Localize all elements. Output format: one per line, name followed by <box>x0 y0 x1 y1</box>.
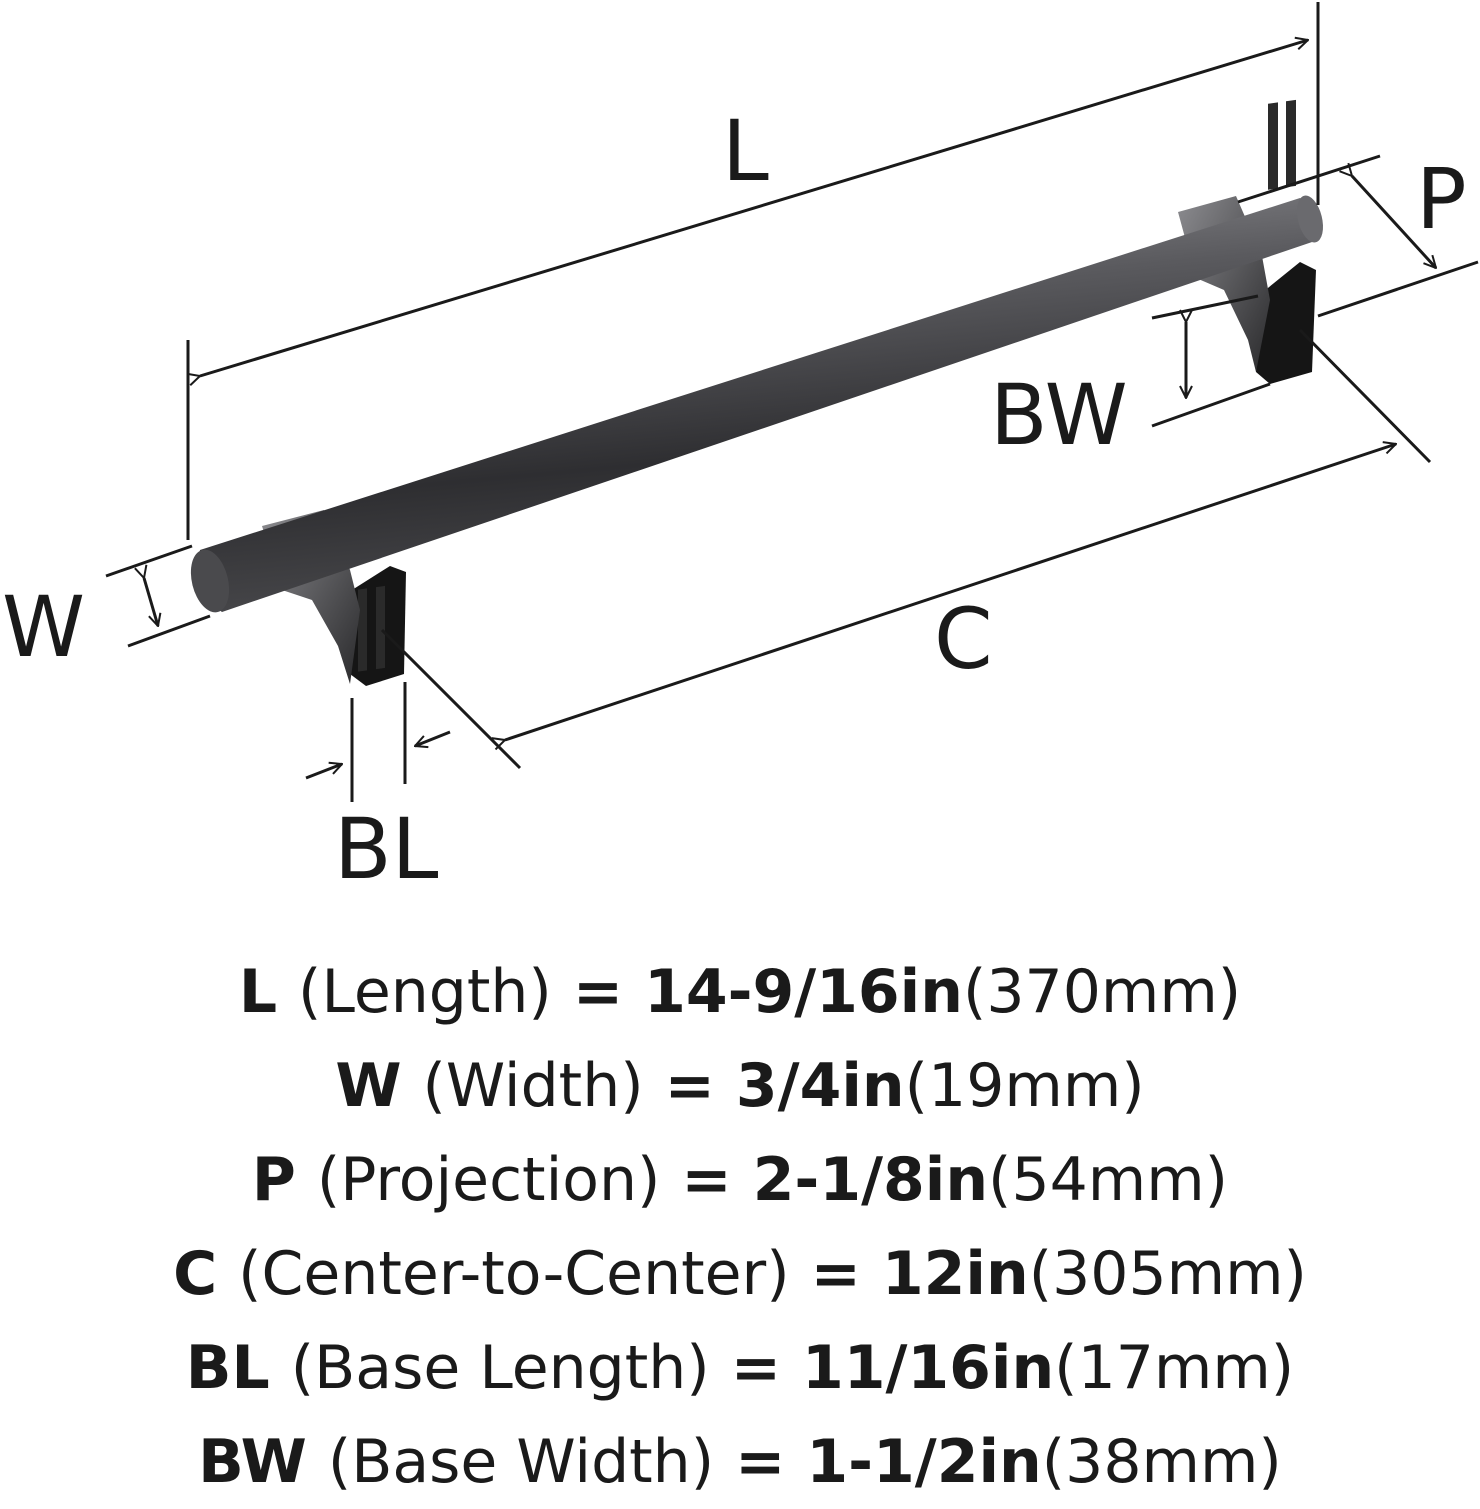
spec-code: C <box>173 1239 218 1309</box>
spec-metric: (54mm) <box>988 1145 1229 1215</box>
spec-code: W <box>335 1051 402 1121</box>
spec-equals: = <box>735 1427 786 1497</box>
spec-imperial: 3/4in <box>735 1051 905 1121</box>
c-dimension-arrow <box>505 444 1396 740</box>
p-dimension-arrow <box>1352 176 1436 268</box>
spec-code: L <box>238 957 278 1027</box>
left-base <box>350 566 406 686</box>
specification-list: L (Length) = 14-9/16in (370mm) W (Width)… <box>0 945 1480 1509</box>
w-dimension-arrow <box>144 578 158 626</box>
spec-name: (Length) <box>298 957 552 1027</box>
spec-imperial: 12in <box>881 1239 1029 1309</box>
spec-row-projection: P (Projection) = 2-1/8in (54mm) <box>0 1133 1480 1227</box>
spec-name: (Center-to-Center) <box>238 1239 790 1309</box>
spec-name: (Base Width) <box>327 1427 715 1497</box>
l-dimension-arrow <box>200 40 1308 376</box>
spec-imperial: 1-1/2in <box>806 1427 1042 1497</box>
spec-metric: (38mm) <box>1041 1427 1282 1497</box>
spec-equals: = <box>664 1051 715 1121</box>
spec-row-width: W (Width) = 3/4in (19mm) <box>0 1039 1480 1133</box>
spec-imperial: 11/16in <box>801 1333 1055 1403</box>
bl-arrow-right <box>415 730 451 746</box>
spec-equals: = <box>572 957 624 1027</box>
label-bw: BW <box>990 366 1128 464</box>
spec-name: (Width) <box>422 1051 644 1121</box>
bw-extension-bottom <box>1151 382 1271 428</box>
spec-metric: (370mm) <box>962 957 1242 1027</box>
spec-row-base-length: BL (Base Length) = 11/16in (17mm) <box>0 1321 1480 1415</box>
c-center-line-right <box>1298 328 1432 464</box>
dimension-lines <box>105 2 1479 802</box>
spec-name: (Projection) <box>316 1145 661 1215</box>
spec-metric: (17mm) <box>1054 1333 1295 1403</box>
left-bar-end <box>190 549 230 613</box>
w-extension-bottom <box>127 614 211 648</box>
label-l: L <box>722 102 769 200</box>
spec-row-base-width: BW (Base Width) = 1-1/2in (38mm) <box>0 1415 1480 1509</box>
spec-imperial: 2-1/8in <box>752 1145 989 1215</box>
c-center-line-left <box>380 628 522 770</box>
p-extension-top <box>1237 154 1381 204</box>
label-w: W <box>2 578 85 676</box>
w-extension-top <box>105 544 193 578</box>
spec-equals: = <box>681 1145 732 1215</box>
label-p: P <box>1416 150 1467 248</box>
spec-code: P <box>251 1145 296 1215</box>
spec-metric: (19mm) <box>904 1051 1145 1121</box>
spec-code: BL <box>185 1333 270 1403</box>
spec-code: BW <box>198 1427 307 1497</box>
label-bl: BL <box>334 800 439 898</box>
bw-extension-top <box>1151 294 1259 320</box>
p-extension-bottom <box>1317 260 1479 318</box>
spec-imperial: 14-9/16in <box>644 957 963 1027</box>
spec-equals: = <box>810 1239 861 1309</box>
bl-arrow-left <box>305 764 342 780</box>
spec-name: (Base Length) <box>290 1333 710 1403</box>
dimension-diagram: L P BW W C BL <box>2 2 1479 898</box>
label-c: C <box>934 590 993 688</box>
spec-metric: (305mm) <box>1028 1239 1307 1309</box>
spec-equals: = <box>730 1333 781 1403</box>
handle-bar <box>197 198 1320 612</box>
spec-row-center-to-center: C (Center-to-Center) = 12in (305mm) <box>0 1227 1480 1321</box>
spec-row-length: L (Length) = 14-9/16in (370mm) <box>0 945 1480 1039</box>
